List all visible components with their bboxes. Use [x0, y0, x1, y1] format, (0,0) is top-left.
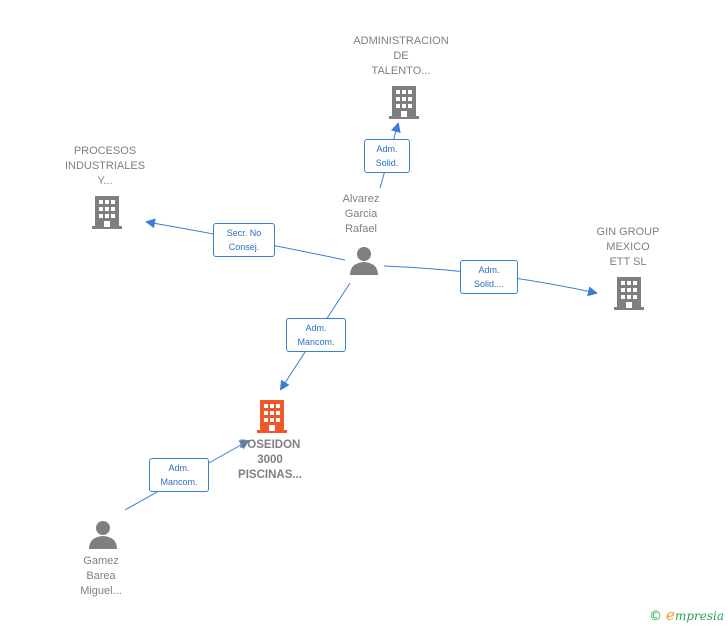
node-label-procesos[interactable]: PROCESOS INDUSTRIALES Y...: [64, 145, 146, 187]
edge-label-alvarez-gin-group[interactable]: Adm. Solid....: [460, 260, 518, 294]
edge-label-alvarez-poseidon[interactable]: Adm. Mancom.: [286, 318, 346, 352]
edge-label-gamez-poseidon[interactable]: Adm. Mancom.: [149, 458, 209, 492]
node-label-administracion[interactable]: ADMINISTRACION DE TALENTO...: [353, 35, 449, 77]
copyright-symbol: ©: [649, 609, 663, 624]
edge-label-alvarez-procesos[interactable]: Secr. No Consej.: [213, 223, 275, 257]
person-icon-alvarez[interactable]: [348, 246, 380, 276]
brand-logo-e: e: [666, 606, 675, 624]
building-icon-procesos[interactable]: [92, 194, 122, 230]
building-icon-poseidon[interactable]: [257, 398, 287, 434]
node-label-gin-group[interactable]: GIN GROUP MEXICO ETT SL: [596, 226, 660, 268]
node-label-gamez[interactable]: Gamez Barea Miguel...: [80, 555, 122, 597]
building-icon-gin-group[interactable]: [614, 275, 644, 311]
node-label-alvarez[interactable]: Alvarez Garcia Rafael: [342, 193, 380, 235]
brand-logo-text: mpresia: [674, 609, 724, 623]
edge-label-alvarez-administracion[interactable]: Adm. Solid.: [364, 139, 410, 173]
node-label-poseidon[interactable]: POSEIDON 3000 PISCINAS...: [238, 439, 302, 481]
person-icon-gamez[interactable]: [87, 520, 119, 550]
building-icon-administracion[interactable]: [389, 84, 419, 120]
brand-watermark: ©empresia: [649, 606, 724, 624]
